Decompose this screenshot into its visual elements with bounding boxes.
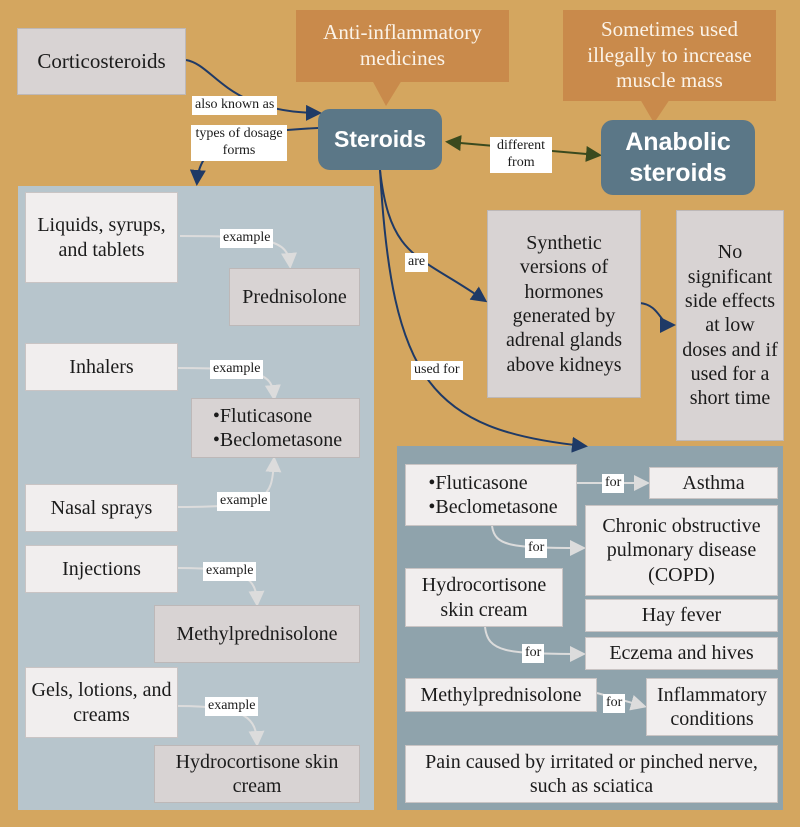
node-injections-text: Injections: [62, 557, 141, 580]
node-uses-inhaler-drugs: •Fluticasone •Beclometasone: [405, 464, 577, 526]
node-synthetic-hormones: Synthetic versions of hormones generated…: [487, 210, 641, 398]
node-illegal-use: Sometimes used illegally to increase mus…: [563, 10, 776, 101]
node-inhalers-text: Inhalers: [69, 355, 134, 378]
node-uses-hydrocortisone: Hydrocortisone skin cream: [405, 568, 563, 627]
node-nasal-sprays: Nasal sprays: [25, 484, 178, 532]
label-for-copd: for: [525, 539, 548, 558]
edge-synthetic-to-no-side-effects: [639, 302, 676, 333]
node-uses-methylprednisolone-text: Methylprednisolone: [420, 683, 582, 706]
node-methylprednisolone-text: Methylprednisolone: [176, 622, 338, 645]
node-uses-methylprednisolone: Methylprednisolone: [405, 678, 597, 712]
label-example-inhalers: example: [210, 360, 264, 379]
label-types-of-dosage-forms: types of dosage forms: [191, 125, 287, 161]
node-anti-inflammatory-text: Anti-inflammatory medicines: [323, 20, 482, 70]
node-corticosteroids-text: Corticosteroids: [37, 48, 166, 73]
node-synthetic-hormones-text: Synthetic versions of hormones generated…: [505, 231, 623, 376]
node-steroids-text: Steroids: [333, 126, 427, 153]
node-gels-lotions-creams: Gels, lotions, and creams: [25, 667, 178, 738]
label-for-asthma: for: [602, 474, 625, 493]
edge-are: [379, 169, 488, 303]
label-different-from: different from: [490, 137, 552, 173]
node-anabolic-steroids-text: Anabolic steroids: [625, 128, 731, 187]
node-liquids-syrups-tablets: Liquids, syrups, and tablets: [25, 192, 178, 283]
label-for-eczema: for: [522, 644, 545, 663]
node-methylprednisolone: Methylprednisolone: [154, 605, 360, 663]
node-anabolic-steroids: Anabolic steroids: [601, 120, 755, 195]
node-illegal-use-text: Sometimes used illegally to increase mus…: [587, 17, 752, 93]
label-example-nasal: example: [217, 492, 271, 511]
node-prednisolone-text: Prednisolone: [242, 285, 347, 308]
node-eczema-hives: Eczema and hives: [585, 637, 778, 670]
node-nasal-sprays-text: Nasal sprays: [50, 496, 153, 519]
label-used-for: used for: [411, 361, 463, 380]
label-are: are: [405, 253, 429, 272]
label-also-known-as: also known as: [192, 96, 278, 115]
edge-for-eczema: [484, 626, 586, 662]
inhaler-drug-beclometasone: •Beclometasone: [212, 429, 343, 451]
inhaler-drug-fluticasone: •Fluticasone: [212, 404, 313, 427]
node-steroids: Steroids: [318, 109, 442, 170]
node-corticosteroids: Corticosteroids: [17, 28, 186, 95]
node-anti-inflammatory: Anti-inflammatory medicines: [296, 10, 509, 82]
node-inflammatory-text: Inflammatory conditions: [657, 683, 767, 730]
node-prednisolone: Prednisolone: [229, 268, 360, 326]
label-for-inflammatory: for: [603, 694, 626, 713]
node-gels-text: Gels, lotions, and creams: [31, 679, 172, 726]
uses-drug-fluticasone: •Fluticasone: [428, 471, 528, 494]
callout-tail-left: [372, 80, 402, 106]
node-pain-sciatica: Pain caused by irritated or pinched nerv…: [405, 745, 778, 803]
node-inhaler-drugs: •Fluticasone •Beclometasone: [191, 398, 360, 458]
edge-also-known-as: [185, 59, 322, 121]
label-example-gels: example: [205, 697, 259, 716]
node-hay-fever: Hay fever: [585, 599, 778, 632]
node-hydrocortisone-cream-text: Hydrocortisone skin cream: [175, 750, 339, 797]
node-inflammatory-conditions: Inflammatory conditions: [646, 678, 778, 736]
node-uses-hydrocortisone-text: Hydrocortisone skin cream: [421, 574, 547, 621]
node-hydrocortisone-cream: Hydrocortisone skin cream: [154, 745, 360, 803]
label-example-liquids: example: [220, 229, 274, 248]
callout-tail-right: [640, 99, 670, 123]
edge-for-copd: [491, 525, 586, 556]
node-copd: Chronic obstructive pulmonary disease (C…: [585, 505, 778, 596]
node-inhalers: Inhalers: [25, 343, 178, 391]
edge-example-5: [177, 705, 265, 747]
uses-drug-beclometasone: •Beclometasone: [428, 496, 558, 518]
node-liquids-text: Liquids, syrups, and tablets: [37, 214, 166, 261]
edge-used-for: [379, 169, 588, 453]
node-no-side-effects: No significant side effects at low doses…: [676, 210, 784, 441]
node-hay-fever-text: Hay fever: [641, 604, 722, 627]
inhaler-drug-list: •Fluticasone •Beclometasone: [209, 404, 342, 453]
node-copd-text: Chronic obstructive pulmonary disease (C…: [602, 514, 761, 586]
node-eczema-hives-text: Eczema and hives: [609, 642, 754, 665]
node-asthma: Asthma: [649, 467, 778, 499]
node-pain-sciatica-text: Pain caused by irritated or pinched nerv…: [425, 750, 758, 797]
node-injections: Injections: [25, 545, 178, 593]
uses-inhaler-drug-list: •Fluticasone •Beclometasone: [424, 471, 557, 520]
node-asthma-text: Asthma: [682, 471, 745, 494]
node-no-side-effects-text: No significant side effects at low doses…: [682, 241, 778, 410]
label-example-injections: example: [203, 562, 257, 581]
